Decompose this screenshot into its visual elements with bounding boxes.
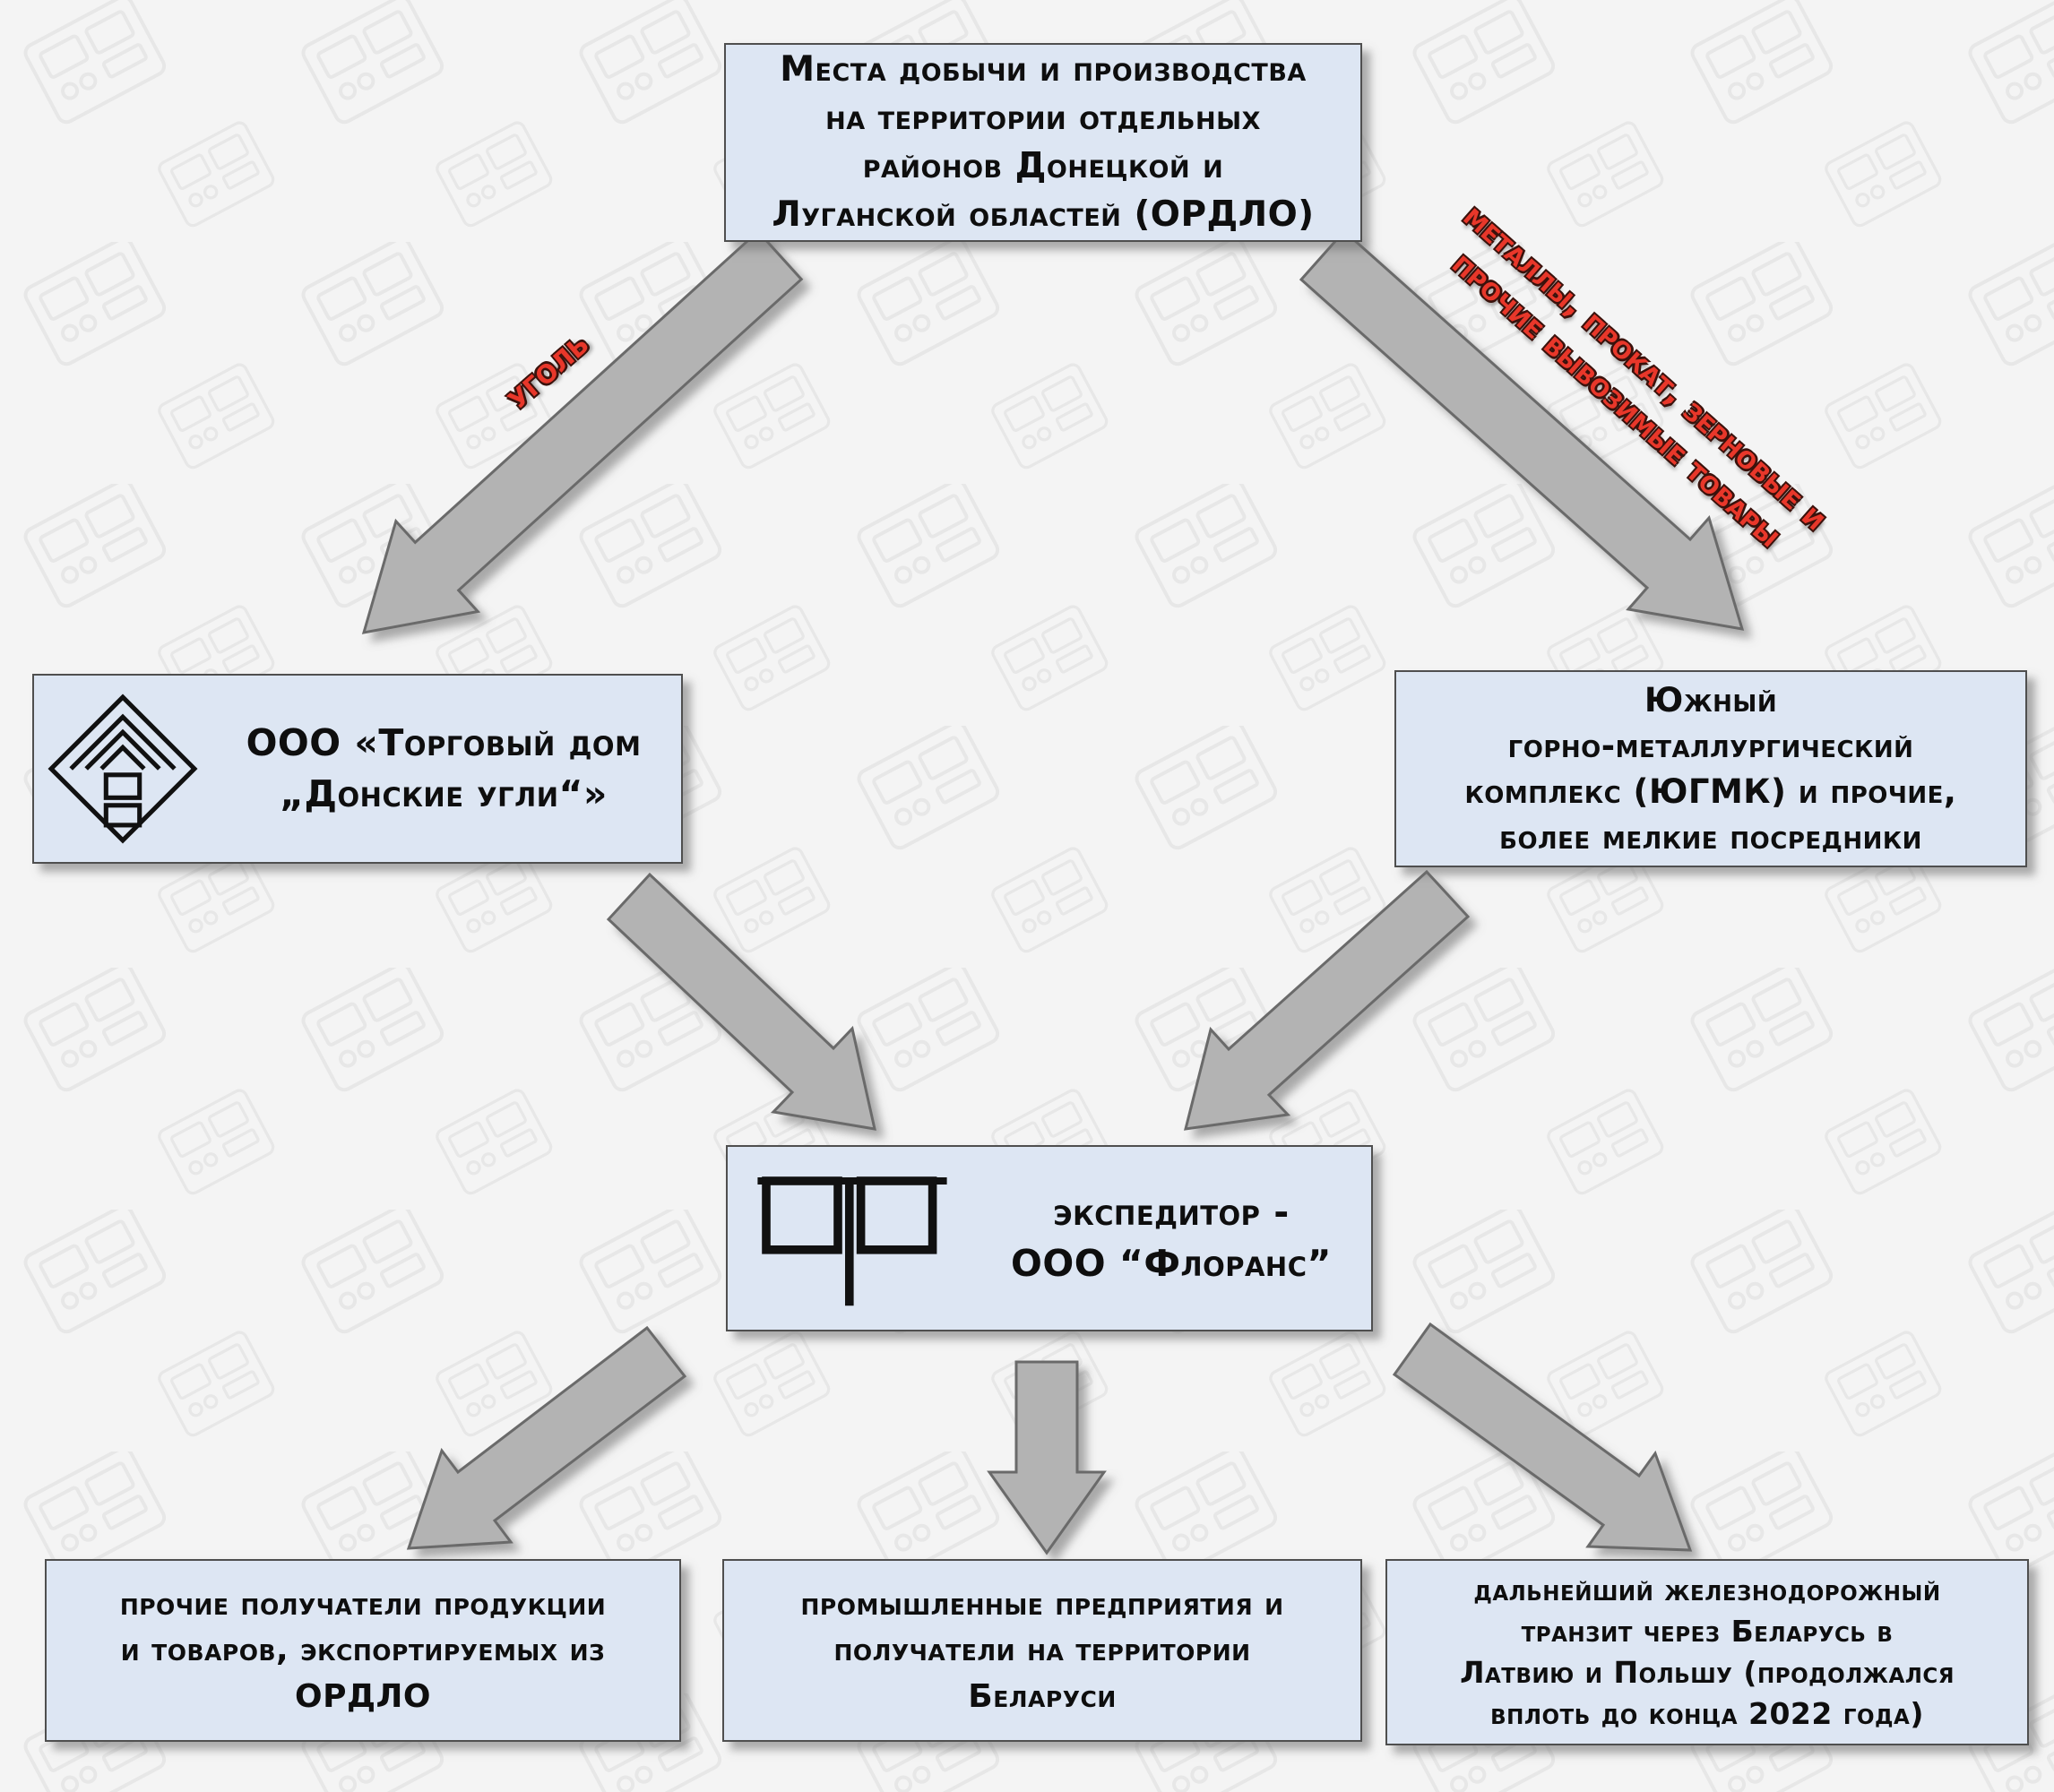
box-rail-transit: дальнейший железнодорожный транзит через… [1385, 1559, 2029, 1745]
other-recipients-line-1: прочие получатели продукции [119, 1586, 607, 1624]
don-coals-line-1: ООО «Торговый дом [246, 720, 642, 764]
other-recipients-line-2: и товаров, экспортируемых из [120, 1632, 606, 1669]
arrow-doncoals-to-florans [606, 872, 876, 1131]
source-line-4: Луганской областей (ОРДЛО) [772, 194, 1315, 235]
yugmk-line-2: горно-металлургический [1507, 726, 1914, 765]
belarus-enterprises-line-3: Беларуси [968, 1677, 1117, 1715]
arrow-florans-to-belarus [987, 1360, 1107, 1555]
arrow-florans-to-transit [1392, 1322, 1693, 1552]
rail-transit-line-4: вплоть до конца 2022 года) [1490, 1696, 1924, 1732]
other-recipients-line-3: ОРДЛО [294, 1677, 432, 1715]
source-line-1: Места добычи и производства [780, 49, 1307, 90]
box-yugmk: Южный горно-металлургический комплекс (Ю… [1394, 670, 2027, 867]
florans-line-2: ООО “Флоранс” [1011, 1242, 1332, 1285]
rail-transit-line-3: Латвию и Польшу (продолжался [1460, 1655, 1955, 1690]
arrow-source-to-doncoals [361, 229, 804, 634]
yugmk-line-4: более мелкие посредники [1499, 818, 1922, 857]
source-line-3: районов Донецкой и [862, 146, 1224, 186]
yugmk-line-3: комплекс (ЮГМК) и прочие, [1464, 772, 1957, 811]
don-coals-line-2: „Донские угли“» [280, 772, 608, 815]
source-line-2: на территории отдельных [825, 98, 1261, 139]
arrow-yugmk-to-florans [1184, 869, 1471, 1131]
donskie-ugli-logo-icon [47, 693, 199, 845]
yugmk-line-1: Южный [1644, 680, 1778, 719]
box-source-ordlo: Места добычи и производства на территори… [724, 43, 1362, 242]
arrow-florans-to-other [406, 1325, 687, 1550]
box-belarus-enterprises: промышленные предприятия и получатели на… [722, 1559, 1362, 1742]
box-florans: экспедитор - ООО “Флоранс” [726, 1145, 1373, 1331]
florans-line-1: экспедитор - [1053, 1190, 1290, 1234]
florans-logo-icon [740, 1167, 964, 1310]
belarus-enterprises-line-1: промышленные предприятия и [800, 1586, 1284, 1624]
belarus-enterprises-line-2: получатели на территории [833, 1632, 1251, 1669]
box-don-coals: ООО «Торговый дом „Донские угли“» [32, 674, 683, 864]
arrow-source-to-yugmk [1299, 228, 1745, 631]
rail-transit-line-2: транзит через Беларусь в [1521, 1613, 1894, 1649]
box-other-recipients: прочие получатели продукции и товаров, э… [45, 1559, 681, 1742]
rail-transit-line-1: дальнейший железнодорожный [1473, 1572, 1941, 1607]
